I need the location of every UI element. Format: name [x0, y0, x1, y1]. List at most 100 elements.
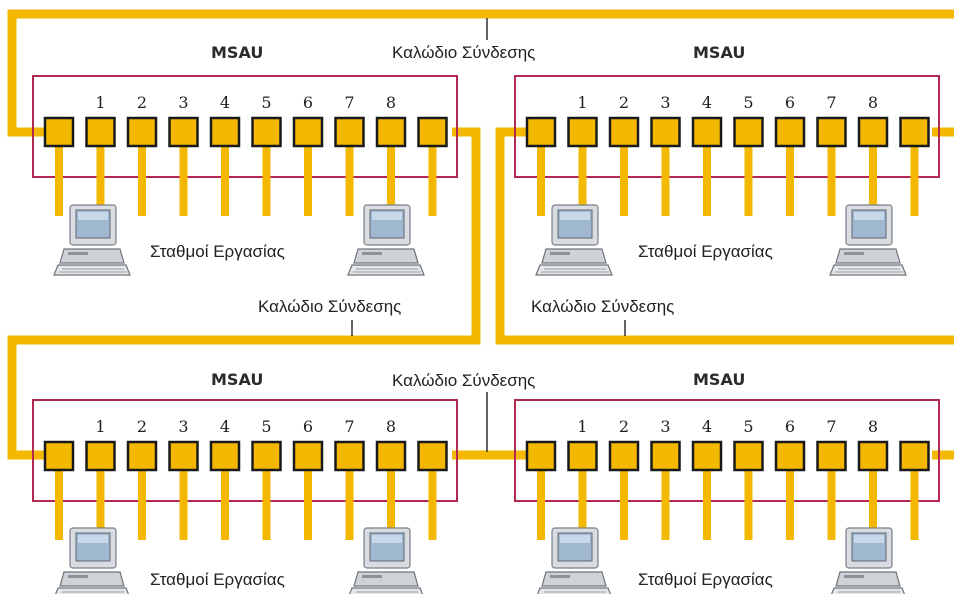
msau-port	[126, 440, 158, 472]
port-number: 7	[826, 93, 836, 112]
computer-icon	[829, 527, 907, 594]
port-number: 7	[826, 417, 836, 436]
port-number: 5	[261, 93, 271, 112]
msau-port	[650, 116, 681, 148]
msau-frame	[514, 75, 940, 178]
msau-port	[43, 440, 75, 472]
port-row	[525, 440, 930, 472]
trunk-cable-middle-left	[7, 127, 481, 460]
cable-label-top: Καλώδιο Σύνδεσης	[392, 43, 535, 62]
msau-unit: MSAU 1 2 3 4 5 6 7 8 Σταθμοί Εργασίας	[32, 370, 458, 589]
workstations-label: Σταθμοί Εργασίας	[638, 242, 773, 261]
msau-frame	[514, 399, 940, 502]
port-number-row: 1 2 3 4 5 6 7 8	[577, 417, 878, 436]
port-drop-cables	[537, 470, 919, 540]
port-number: 8	[868, 417, 878, 436]
port-number: 1	[577, 93, 587, 112]
port-number: 1	[577, 417, 587, 436]
port-number: 6	[303, 417, 313, 436]
msau-title: MSAU	[211, 43, 263, 62]
msau-port	[85, 116, 116, 148]
workstations-label: Σταθμοί Εργασίας	[150, 570, 285, 589]
msau-port	[168, 116, 199, 148]
port-number: 2	[137, 417, 147, 436]
port-number: 8	[868, 93, 878, 112]
msau-port	[292, 116, 324, 148]
msau-port	[43, 116, 75, 148]
msau-port	[126, 116, 158, 148]
port-number-row: 1 2 3 4 5 6 7 8	[577, 93, 878, 112]
port-row	[43, 440, 448, 472]
port-number: 7	[344, 93, 354, 112]
port-number: 6	[785, 93, 795, 112]
msau-unit: MSAU 1 2 3 4 5 6 7 8 Σταθμοί Εργασίας	[514, 43, 940, 261]
msau-title: MSAU	[211, 370, 263, 389]
port-number: 7	[344, 417, 354, 436]
msau-port	[417, 116, 448, 148]
msau-port	[209, 116, 241, 148]
port-number: 6	[785, 417, 795, 436]
computer-icon	[53, 527, 131, 594]
computer-icon	[535, 204, 613, 276]
port-drop-cables	[55, 146, 437, 216]
msau-port	[608, 440, 640, 472]
msau-port	[334, 440, 365, 472]
msau-title: MSAU	[693, 370, 745, 389]
msau-port	[168, 440, 199, 472]
port-number: 6	[303, 93, 313, 112]
computer-icon	[53, 204, 131, 276]
msau-port	[691, 440, 723, 472]
port-number: 4	[220, 93, 230, 112]
computer-icon	[829, 204, 907, 276]
msau-port	[525, 116, 557, 148]
port-number: 2	[619, 93, 629, 112]
port-number: 5	[743, 93, 753, 112]
msau-port	[292, 440, 324, 472]
msau-port	[417, 440, 448, 472]
port-row	[525, 116, 930, 148]
port-number: 3	[660, 417, 670, 436]
msau-port	[857, 116, 889, 148]
computer-icon	[347, 204, 425, 276]
msau-port	[209, 440, 241, 472]
trunk-cable-middle-right	[495, 127, 954, 345]
port-number: 4	[220, 417, 230, 436]
cable-label-bottom: Καλώδιο Σύνδεσης	[392, 371, 535, 390]
cable-label-mid-left: Καλώδιο Σύνδεσης	[258, 297, 401, 316]
port-number: 3	[178, 417, 188, 436]
msau-port	[733, 440, 764, 472]
port-number: 2	[619, 417, 629, 436]
msau-port	[334, 116, 365, 148]
port-number: 1	[95, 417, 105, 436]
port-number: 5	[743, 417, 753, 436]
msau-port	[608, 116, 640, 148]
workstations-label: Σταθμοί Εργασίας	[638, 570, 773, 589]
port-number: 4	[702, 417, 712, 436]
port-number: 5	[261, 417, 271, 436]
msau-port	[251, 440, 282, 472]
computer-icon	[347, 527, 425, 594]
msau-frame	[32, 399, 458, 502]
msau-port	[816, 116, 847, 148]
msau-port	[375, 116, 407, 148]
msau-port	[375, 440, 407, 472]
port-row	[43, 116, 448, 148]
port-number: 4	[702, 93, 712, 112]
port-number-row: 1 2 3 4 5 6 7 8	[95, 417, 396, 436]
port-number: 8	[386, 93, 396, 112]
computer-icon	[535, 527, 613, 594]
port-number: 1	[95, 93, 105, 112]
msau-title: MSAU	[693, 43, 745, 62]
msau-port	[816, 440, 847, 472]
msau-port	[650, 440, 681, 472]
msau-port	[899, 116, 930, 148]
msau-port	[899, 440, 930, 472]
msau-port	[251, 116, 282, 148]
msau-port	[774, 116, 806, 148]
port-number: 3	[660, 93, 670, 112]
port-number: 8	[386, 417, 396, 436]
trunk-cable-top	[7, 9, 954, 137]
msau-port	[857, 440, 889, 472]
